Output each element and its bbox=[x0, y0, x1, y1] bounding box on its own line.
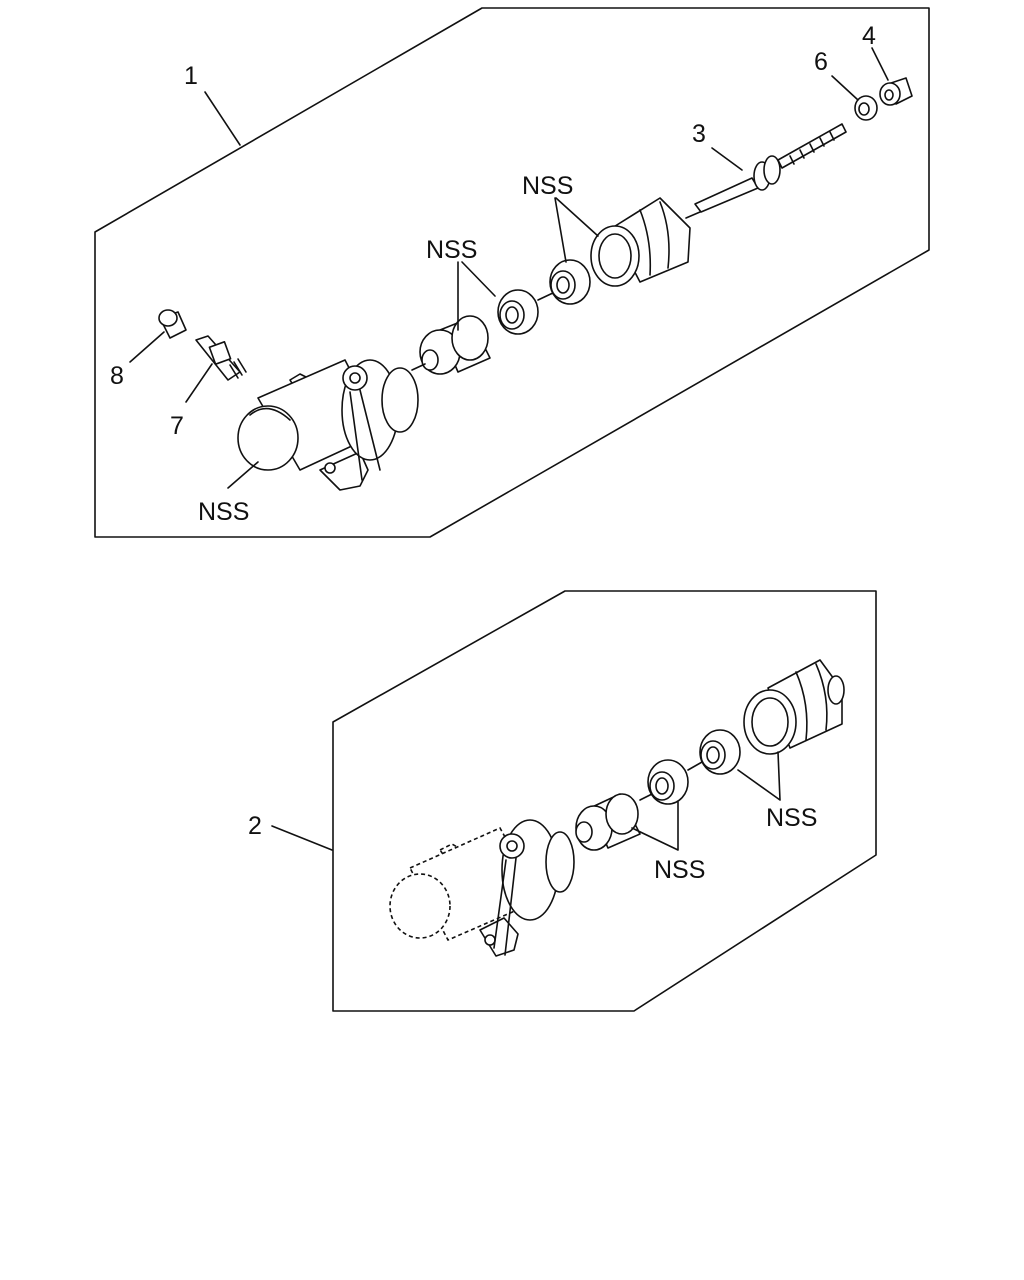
leader-4 bbox=[871, 47, 889, 81]
nss-label-boot-2: NSS bbox=[766, 804, 817, 832]
nss-label-body-1: NSS bbox=[198, 498, 249, 526]
leader-nss-body-1 bbox=[227, 461, 259, 489]
leader-3 bbox=[711, 147, 743, 171]
nss-label-boot-1: NSS bbox=[522, 172, 573, 200]
piston-2 bbox=[575, 793, 641, 851]
assembly-1-frame bbox=[94, 7, 930, 538]
assembly-1-group: 1 3 4 6 7 8 NSS NSS NSS bbox=[94, 7, 930, 538]
boot-end-cap-4-part bbox=[879, 77, 913, 106]
nss-label-seals-1: NSS bbox=[426, 236, 477, 264]
cup-seal-1a bbox=[497, 289, 539, 335]
leader-8 bbox=[129, 331, 165, 363]
leader-nss-boot-1 bbox=[554, 197, 599, 263]
bleeder-cap-8-part bbox=[158, 309, 187, 339]
leader-nss-seals-2 bbox=[631, 801, 679, 851]
dust-boot-2 bbox=[743, 659, 845, 755]
slave-cylinder-body-2 bbox=[389, 819, 575, 957]
nss-label-seals-2: NSS bbox=[654, 856, 705, 884]
push-rod-3-part bbox=[694, 123, 847, 213]
assembly-2-group: 2 NSS NSS bbox=[248, 590, 877, 1012]
callout-7: 7 bbox=[170, 412, 184, 440]
assembly-2-frame bbox=[332, 590, 877, 1012]
callout-3: 3 bbox=[692, 120, 706, 148]
callout-8: 8 bbox=[110, 362, 124, 390]
cup-seal-2a bbox=[647, 759, 689, 805]
callout-4: 4 bbox=[862, 22, 876, 50]
callout-6: 6 bbox=[814, 48, 828, 76]
bleeder-screw-7-part bbox=[195, 335, 247, 381]
callout-1: 1 bbox=[184, 62, 198, 90]
lock-nut-6-part bbox=[854, 95, 878, 121]
leader-2 bbox=[271, 825, 333, 851]
leader-nss-seals-1 bbox=[457, 261, 496, 331]
leader-1 bbox=[204, 91, 241, 146]
leader-7 bbox=[185, 363, 213, 403]
leader-6 bbox=[831, 75, 859, 101]
slave-cylinder-body-1 bbox=[237, 359, 419, 491]
cup-seal-1b bbox=[549, 259, 591, 305]
piston-1 bbox=[411, 315, 491, 375]
callout-2: 2 bbox=[248, 812, 262, 840]
cup-seal-2b bbox=[699, 729, 741, 775]
leader-nss-boot-2 bbox=[737, 751, 781, 801]
dust-boot-1 bbox=[590, 197, 701, 287]
